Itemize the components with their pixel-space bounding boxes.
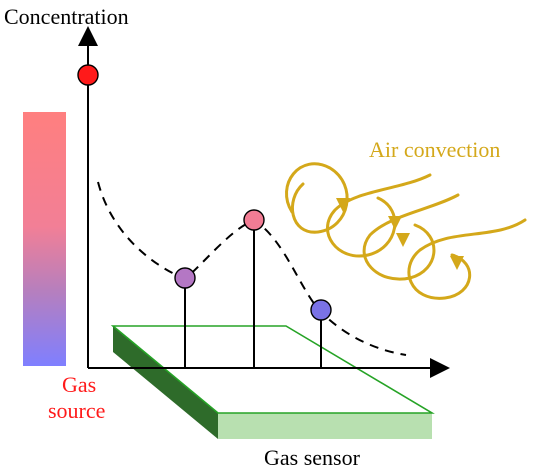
- swirl-4: [407, 218, 527, 300]
- point-peak: [243, 209, 265, 231]
- air-convection-arrows: [336, 198, 464, 270]
- swirl-1: [285, 162, 349, 234]
- gas-source-bar: [23, 112, 66, 366]
- gas-sensor-label: Gas sensor: [264, 445, 361, 470]
- swirl-2: [326, 173, 432, 258]
- air-arrow-4: [450, 256, 464, 270]
- air-arrow-3: [396, 233, 410, 247]
- sensor-top-face: [110, 325, 435, 414]
- point-far: [310, 299, 332, 321]
- point-low: [174, 267, 196, 289]
- gas-source-label-2: source: [48, 398, 105, 423]
- air-convection-swirls: [285, 162, 527, 300]
- gas-sensor-plate: [110, 325, 435, 439]
- swirl-3: [362, 193, 460, 281]
- air-arrow-1: [336, 198, 350, 212]
- y-axis-label: Concentration: [4, 4, 129, 29]
- air-convection-label: Air convection: [369, 137, 500, 162]
- sensor-side-face: [113, 326, 218, 439]
- source-point: [77, 64, 99, 86]
- sensor-front-face: [218, 413, 432, 439]
- gas-source-label-1: Gas: [62, 372, 96, 397]
- air-arrow-2: [388, 216, 402, 230]
